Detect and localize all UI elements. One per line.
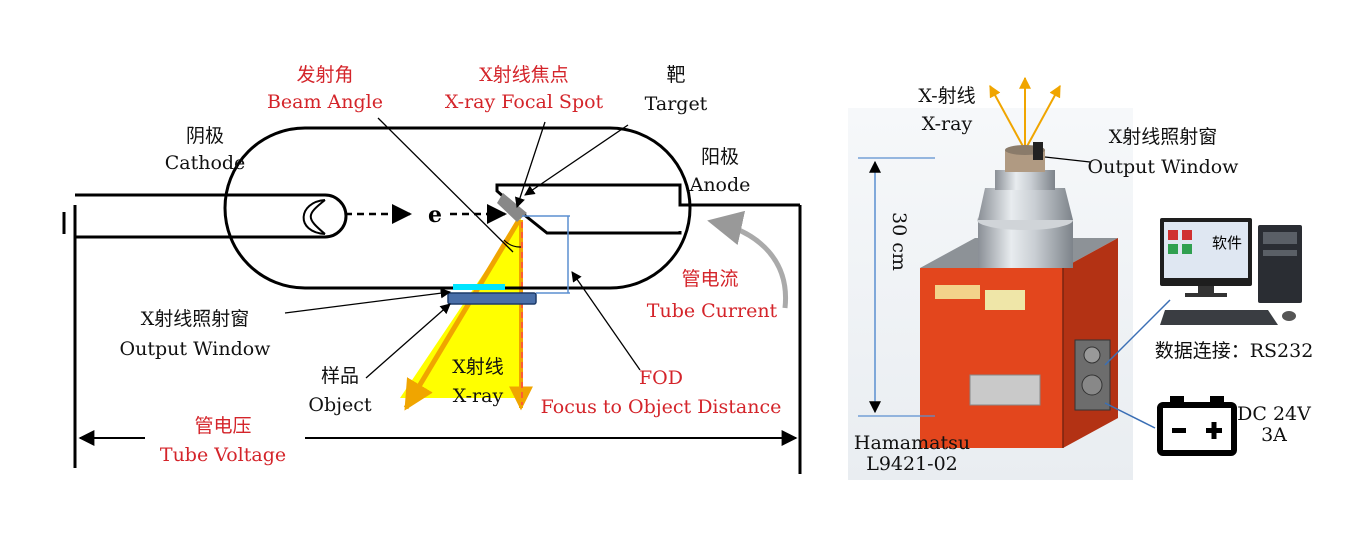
- screen-block-2: [1168, 244, 1178, 254]
- monitor-stand: [1198, 286, 1214, 294]
- power-line2: 3A: [1261, 424, 1287, 446]
- fod-leader: [571, 271, 641, 371]
- window-glass: [453, 284, 505, 290]
- anode-en: Anode: [689, 174, 751, 196]
- beam-angle-arc: [503, 239, 522, 248]
- battery-plus-v: [1211, 422, 1217, 439]
- cathode-zh: 阴极: [186, 125, 224, 147]
- object-zh: 样品: [321, 365, 359, 387]
- data-link-label: 数据连接：RS232: [1155, 340, 1314, 362]
- focal-spot-zh: X射线焦点: [479, 64, 569, 86]
- tube-voltage-en: Tube Voltage: [160, 444, 286, 466]
- pc-tower-panel-2: [1263, 250, 1297, 256]
- keyboard: [1160, 310, 1278, 325]
- software-label: 软件: [1212, 234, 1242, 252]
- screen-block-4: [1182, 244, 1192, 254]
- target-leader: [524, 124, 629, 196]
- xray-en-right: X-ray: [922, 113, 973, 135]
- screen-block-1: [1168, 230, 1178, 240]
- object-en: Object: [308, 394, 372, 416]
- output-window-zh: X射线照射窗: [141, 308, 250, 330]
- cylinder-neck: [995, 170, 1055, 190]
- model-line1: Hamamatsu: [854, 432, 970, 454]
- focal-spot-leader: [514, 121, 546, 208]
- tube-current-en: Tube Current: [647, 300, 778, 322]
- tube-schematic: e 阴极 Cathode 发射角 Beam Angle X射线焦: [62, 64, 802, 474]
- target-zh: 靶: [666, 64, 685, 86]
- data-link-line: [1104, 299, 1171, 366]
- xray-arrow-3: [1024, 84, 1061, 151]
- window-leader: [284, 288, 452, 314]
- object-leader: [365, 303, 451, 379]
- anode-zh: 阳极: [701, 146, 739, 168]
- model-plate: [969, 374, 1041, 406]
- fod-zh: FOD: [639, 367, 683, 389]
- side-connector-2: [1081, 374, 1103, 396]
- beam-angle-leader: [377, 117, 514, 253]
- cathode-filament: [302, 199, 326, 235]
- focal-spot-en: X-ray Focal Spot: [445, 91, 604, 113]
- tube-envelope: [223, 126, 692, 290]
- tube-current-zh: 管电流: [681, 268, 738, 290]
- cathode-en: Cathode: [165, 152, 246, 174]
- electron-label: e: [428, 202, 442, 228]
- xray-arrow-1: [989, 84, 1026, 151]
- side-connector-1: [1083, 346, 1101, 364]
- cathode-lead: [75, 193, 348, 239]
- target-face: [497, 193, 527, 222]
- front-sticker: [985, 290, 1025, 310]
- target-en: Target: [645, 93, 708, 115]
- fod-en: Focus to Object Distance: [541, 396, 782, 418]
- tube-current-arrow: [707, 210, 789, 309]
- battery-minus: [1172, 428, 1186, 433]
- screen-block-3: [1182, 230, 1192, 240]
- xray-zh-right: X-射线: [918, 85, 975, 107]
- pc-tower-panel: [1263, 232, 1297, 244]
- battery-terminal-left: [1170, 396, 1184, 405]
- output-window-en: Output Window: [120, 338, 272, 360]
- mouse: [1282, 311, 1296, 321]
- xray-en: X-ray: [453, 385, 504, 407]
- tube-voltage-zh: 管电压: [194, 415, 251, 437]
- battery-terminal-right: [1210, 396, 1224, 405]
- output-window-zh-right: X射线照射窗: [1109, 126, 1218, 148]
- monitor-foot: [1185, 293, 1227, 297]
- power-line1: DC 24V: [1237, 403, 1311, 425]
- window-leader-right: [1044, 156, 1091, 163]
- xray-zh: X射线: [452, 356, 504, 378]
- beam-angle-zh: 发射角: [296, 64, 353, 86]
- tube-voltage-mask: [145, 425, 305, 451]
- anode-lead: [495, 183, 800, 235]
- height-label: 30 cm: [888, 212, 910, 271]
- cylinder-cone: [978, 188, 1073, 220]
- device-illustration: 30 cm 软件 X-射线 X-ray X射线照射窗 Output Window: [848, 76, 1314, 480]
- pc-tower: [1258, 225, 1302, 303]
- output-window-bar: [447, 292, 537, 305]
- output-window-en-right: Output Window: [1088, 156, 1240, 178]
- front-label: [935, 285, 980, 299]
- power-link-line: [1104, 402, 1156, 429]
- window-mount: [1033, 142, 1043, 160]
- beam-angle-en: Beam Angle: [267, 91, 383, 113]
- model-line2: L9421-02: [866, 453, 958, 475]
- beam-edge-left: [403, 218, 522, 411]
- battery-icon: [1157, 402, 1237, 456]
